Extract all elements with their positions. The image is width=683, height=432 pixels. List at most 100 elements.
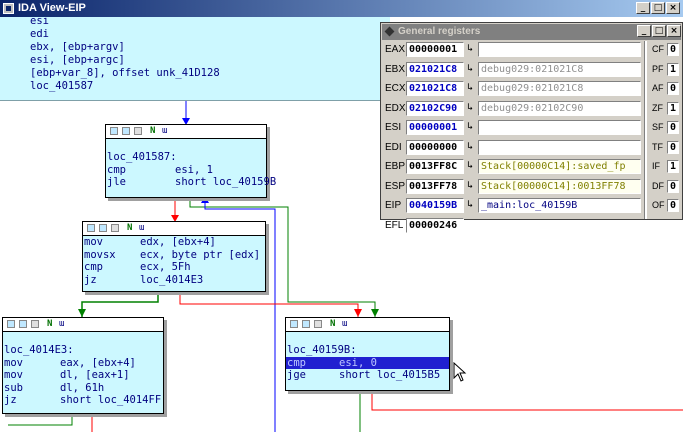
node-color-icon[interactable] [122,127,130,135]
node-label[interactable]: loc_401587: [107,151,177,163]
flag-value-af[interactable]: 0 [667,82,679,95]
node-label[interactable]: loc_40159B: [287,344,357,356]
register-value-ebp[interactable]: 0013FF8C [406,159,464,174]
jump-to-address-icon[interactable]: ↳ [467,140,474,152]
code-line[interactable]: ebx, [ebp+argv] [30,41,125,53]
jump-to-address-icon[interactable]: ↳ [467,82,474,93]
register-description[interactable]: Stack[00000C14]:saved_fp [478,159,641,174]
register-value-edx[interactable]: 02102C90 [406,100,464,116]
node-color-icon[interactable] [134,127,142,135]
node-color-icon[interactable] [111,224,119,232]
register-description[interactable]: debug029:021021C8 [478,61,641,77]
node-color-icon[interactable] [7,320,15,328]
flag-value-df[interactable]: 0 [667,179,679,193]
maximize-button[interactable]: □ [651,2,665,14]
register-value-efl[interactable]: 00000246 [406,217,464,233]
flag-name: CF [652,44,664,54]
register-description[interactable]: debug029:021021C8 [478,81,641,96]
node-name-icon[interactable]: N [330,319,336,329]
registers-close-button[interactable]: × [667,25,681,37]
register-value-esi[interactable]: 00000001 [406,120,464,135]
flag-value-cf[interactable]: 0 [667,43,679,56]
edge-arrowhead [182,118,190,125]
register-value-eip[interactable]: 0040159B [406,198,464,213]
code-line[interactable]: esi, [ebp+argc] [30,54,125,66]
node-color-icon[interactable] [302,320,310,328]
jump-to-address-icon[interactable]: ↳ [467,179,474,191]
jump-to-address-icon[interactable]: ↳ [467,199,474,210]
code-line[interactable]: loc_401587 [30,80,94,92]
node-name-icon[interactable]: N [150,126,156,136]
flag-value-tf[interactable]: 0 [667,140,679,154]
code-line[interactable]: edi [30,28,49,40]
register-value-edi[interactable]: 00000000 [406,139,464,155]
registers-minimize-button[interactable]: _ [637,25,651,37]
minimize-button[interactable]: _ [636,2,650,14]
register-value-eax[interactable]: 00000001 [406,42,464,57]
flag-value-pf[interactable]: 1 [667,62,679,76]
jump-to-address-icon[interactable]: ↳ [467,62,474,74]
register-description[interactable]: Stack[00000C14]:0013FF78 [478,178,641,194]
jump-to-address-icon[interactable]: ↳ [467,121,474,132]
node-label[interactable]: loc_4014E3: [4,344,74,356]
close-button[interactable]: × [666,2,680,14]
flag-value-of[interactable]: 0 [667,199,679,212]
register-description[interactable]: _main:loc_40159B [478,198,641,213]
node-group-icon[interactable]: ɯ [139,223,145,233]
node-name-icon[interactable]: N [127,223,133,233]
node-color-icon[interactable] [87,224,95,232]
register-description[interactable] [478,139,641,155]
register-description[interactable] [478,120,641,135]
register-value-esp[interactable]: 0013FF78 [406,178,464,194]
flag-value-if[interactable]: 1 [667,160,679,173]
registers-maximize-button[interactable]: □ [652,25,666,37]
register-description[interactable] [478,42,641,57]
node-color-icon[interactable] [290,320,298,328]
node-group-icon[interactable]: ɯ [162,126,168,136]
code-line[interactable]: esi [30,17,49,27]
register-value-ecx[interactable]: 021021C8 [406,81,464,96]
flag-value-sf[interactable]: 0 [667,121,679,134]
node-color-icon[interactable] [99,224,107,232]
register-description[interactable]: debug029:02102C90 [478,100,641,116]
top-code-block[interactable]: esi edi ebx, [ebp+argv] esi, [ebp+argc] … [0,17,390,101]
node-group-icon[interactable]: ɯ [59,319,65,329]
registers-title-bar[interactable]: General registers _ □ × [382,24,681,40]
node-header: N ɯ [286,318,449,332]
jump-to-address-icon[interactable]: ↳ [467,101,474,113]
flag-value-zf[interactable]: 1 [667,101,679,115]
node-color-icon[interactable] [314,320,322,328]
edge-arrowhead [354,309,362,317]
node-color-icon[interactable] [19,320,27,328]
node-color-icon[interactable] [31,320,39,328]
jump-to-address-icon[interactable]: ↳ [467,160,474,171]
window-title-bar[interactable]: IDA View-EIP _ □ × [0,0,683,17]
operand: short loc_4014FF [60,394,162,406]
edge-node4-out-red [371,390,683,411]
node-group-icon[interactable]: ɯ [342,319,348,329]
edge-arrowhead [201,196,209,203]
register-value-ebx[interactable]: 021021C8 [406,61,464,77]
node-color-icon[interactable] [110,127,118,135]
code-line[interactable]: [ebp+var_8], offset unk_41D128 [30,67,220,79]
mnemonic: sub [4,381,23,394]
jump-to-address-icon[interactable]: ↳ [467,43,474,54]
node-name-icon[interactable]: N [47,319,53,329]
